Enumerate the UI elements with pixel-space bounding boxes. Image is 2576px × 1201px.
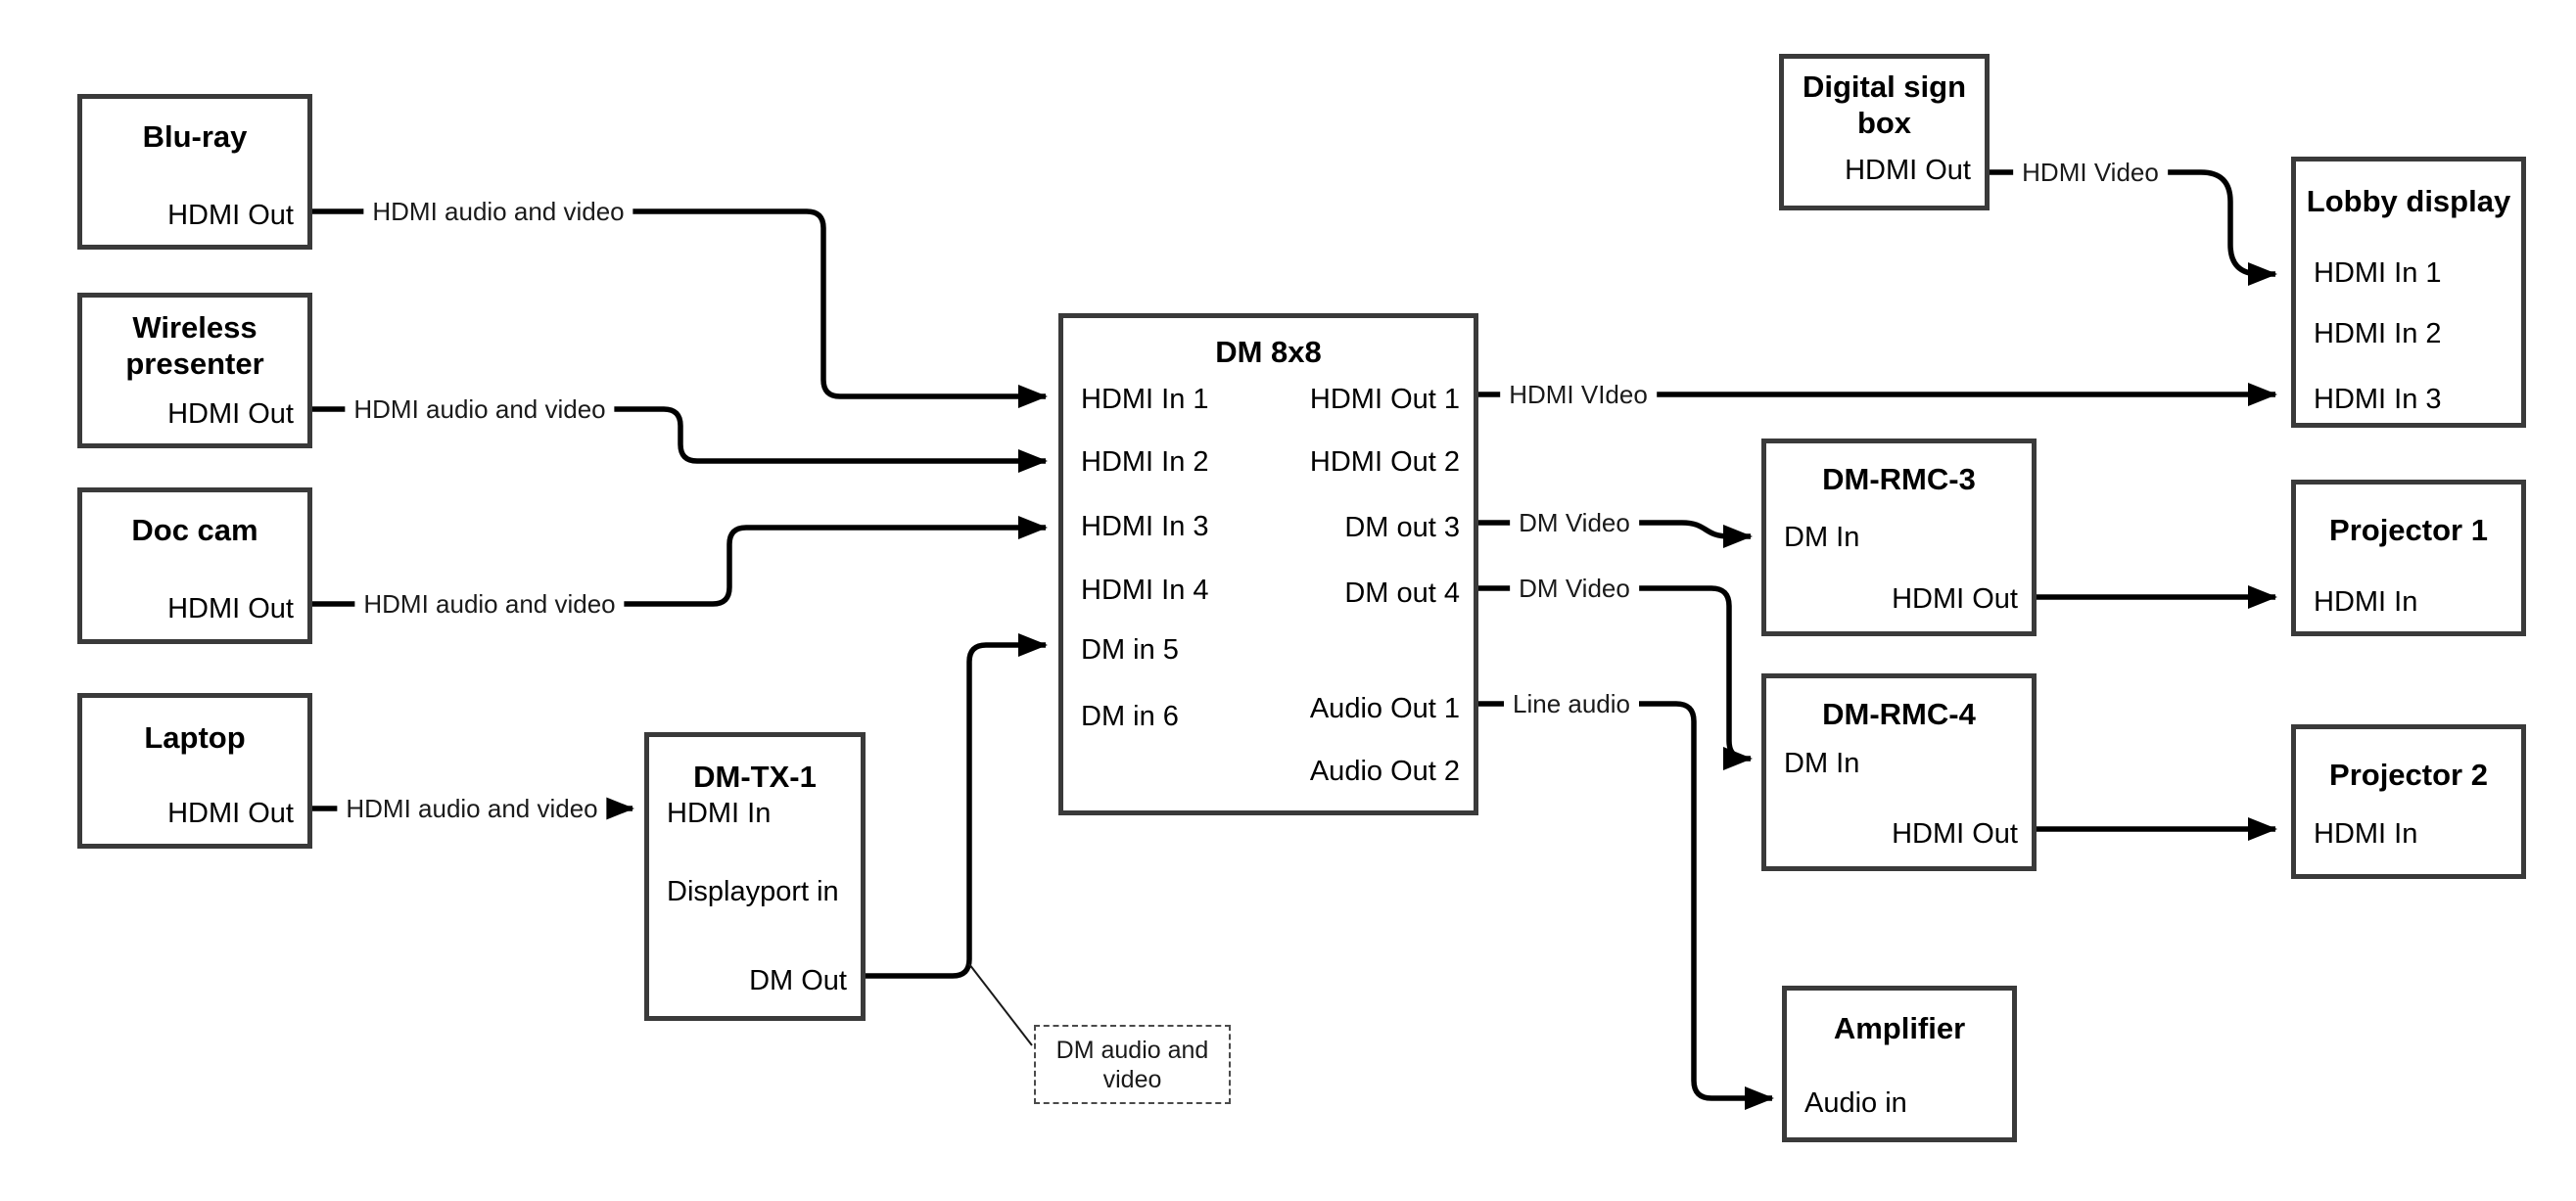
node-title: Digital sign box (1802, 69, 1967, 140)
port-hdmi-in-2: HDMI In 2 (2314, 318, 2442, 349)
port-hdmi-out: HDMI Out (1892, 583, 2018, 615)
node-dm-rmc-4: DM-RMC-4 DM In HDMI Out (1761, 673, 2037, 871)
callout-leader-line (968, 963, 1033, 1046)
port-dm-in: DM In (1784, 748, 1860, 779)
node-projector-1: Projector 1 HDMI In (2291, 480, 2526, 636)
wire-wireless-to-dm8x8-in2 (312, 406, 1048, 473)
node-title: DM-TX-1 (693, 760, 817, 794)
port-hdmi-out: HDMI Out (167, 798, 294, 829)
node-lobby-display: Lobby display HDMI In 1 HDMI In 2 HDMI I… (2291, 157, 2526, 428)
node-title: DM 8x8 (1215, 335, 1322, 369)
node-title: Lobby display (2306, 184, 2511, 218)
node-title: Blu-ray (142, 119, 248, 154)
port-hdmi-out-1: HDMI Out 1 (1309, 384, 1460, 415)
wire-dm8x8-out4-to-rmc4 (1478, 585, 1753, 770)
port-hdmi-out: HDMI Out (167, 200, 294, 231)
port-dm-out: DM Out (749, 965, 847, 996)
port-hdmi-out: HDMI Out (1892, 818, 2018, 850)
port-hdmi-in-4: HDMI In 4 (1081, 575, 1209, 606)
cable-label-bluray: HDMI audio and video (363, 196, 633, 227)
node-doc-cam: Doc cam HDMI Out (77, 487, 312, 644)
wire-dm8x8-aout1-to-amplifier (1478, 701, 1774, 1110)
port-hdmi-out-2: HDMI Out 2 (1309, 446, 1460, 478)
wire-bluray-to-dm8x8-in1 (312, 208, 1048, 408)
port-hdmi-in-3: HDMI In 3 (1081, 511, 1209, 542)
port-hdmi-in: HDMI In (667, 798, 772, 829)
cable-label-laptop: HDMI audio and video (337, 793, 607, 824)
node-title: DM-RMC-3 (1822, 462, 1976, 496)
cable-label-hdmi-video-out1: HDMI VIdeo (1500, 379, 1657, 410)
node-title: DM-RMC-4 (1822, 697, 1976, 731)
wire-dm8x8-out3-to-rmc3 (1478, 520, 1753, 548)
cable-label-sign-hdmi-video: HDMI Video (2013, 157, 2168, 188)
port-dm-out-3: DM out 3 (1344, 512, 1460, 543)
port-hdmi-in: HDMI In (2314, 586, 2418, 618)
port-dm-in: DM In (1784, 522, 1860, 553)
node-title: Laptop (144, 720, 246, 755)
callout-text: DM audio and video (1055, 1036, 1209, 1093)
node-title: Doc cam (131, 513, 258, 547)
wire-dmtx1-to-dm8x8-in5 (866, 633, 1048, 979)
callout-dm-audio-video: DM audio and video (1034, 1025, 1231, 1104)
node-title: Projector 2 (2329, 758, 2488, 792)
port-hdmi-out: HDMI Out (1845, 155, 1971, 186)
node-digital-sign-box: Digital sign box HDMI Out (1779, 54, 1990, 210)
wire-sign-to-lobby-in1 (1990, 169, 2277, 286)
node-dm-tx-1: DM-TX-1 HDMI In Displayport in DM Out (644, 732, 866, 1021)
cable-label-dm-video-out4: DM Video (1510, 573, 1639, 604)
node-dm-8x8: DM 8x8 HDMI In 1 HDMI In 2 HDMI In 3 HDM… (1058, 313, 1478, 815)
port-audio-in: Audio in (1804, 1087, 1907, 1119)
node-title: Projector 1 (2329, 513, 2488, 547)
port-hdmi-in-3: HDMI In 3 (2314, 384, 2442, 415)
node-dm-rmc-3: DM-RMC-3 DM In HDMI Out (1761, 439, 2037, 636)
cable-label-line-audio: Line audio (1504, 688, 1639, 719)
cable-label-wireless: HDMI audio and video (345, 393, 615, 425)
port-audio-out-1: Audio Out 1 (1309, 693, 1460, 724)
port-hdmi-in: HDMI In (2314, 818, 2418, 850)
port-dm-in-5: DM in 5 (1081, 634, 1179, 666)
cable-label-doccam: HDMI audio and video (354, 588, 625, 620)
port-dm-out-4: DM out 4 (1344, 577, 1460, 609)
port-hdmi-in-1: HDMI In 1 (2314, 257, 2442, 289)
node-title: Wireless presenter (125, 310, 264, 381)
wire-doccam-to-dm8x8-in3 (312, 516, 1048, 607)
port-hdmi-out: HDMI Out (167, 398, 294, 430)
node-bluray: Blu-ray HDMI Out (77, 94, 312, 250)
node-laptop: Laptop HDMI Out (77, 693, 312, 849)
port-hdmi-in-2: HDMI In 2 (1081, 446, 1209, 478)
port-hdmi-out: HDMI Out (167, 593, 294, 624)
port-displayport-in: Displayport in (667, 876, 839, 907)
node-title: Amplifier (1833, 1011, 1966, 1045)
port-audio-out-2: Audio Out 2 (1309, 756, 1460, 787)
node-projector-2: Projector 2 HDMI In (2291, 724, 2526, 879)
port-hdmi-in-1: HDMI In 1 (1081, 384, 1209, 415)
cable-label-dm-video-out3: DM Video (1510, 507, 1639, 538)
node-amplifier: Amplifier Audio in (1782, 986, 2017, 1142)
node-wireless-presenter: Wireless presenter HDMI Out (77, 293, 312, 448)
port-dm-in-6: DM in 6 (1081, 701, 1179, 732)
